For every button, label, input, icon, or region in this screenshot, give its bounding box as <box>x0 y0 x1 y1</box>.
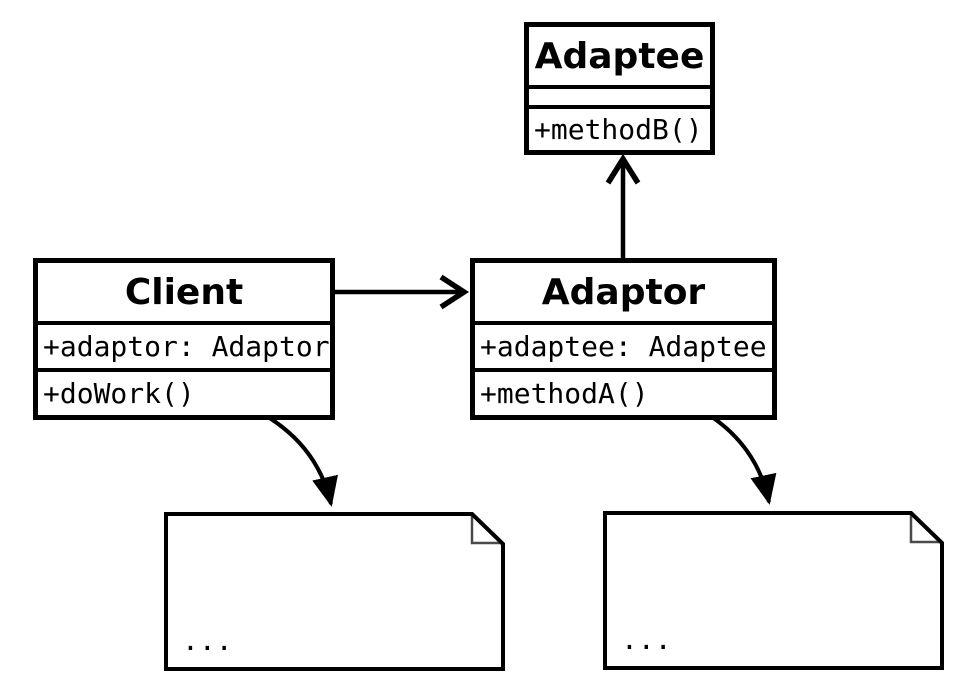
note-right-shape <box>603 511 944 670</box>
note-text-line: ... <box>182 624 233 657</box>
class-methods-adaptee: +methodB() <box>529 105 710 150</box>
class-title-adaptee: Adaptee <box>534 35 705 77</box>
class-title-adaptor: Adaptor <box>541 271 706 313</box>
class-attribute: +adaptor: Adaptor <box>43 329 330 363</box>
association-arrow-client-adaptor <box>335 274 470 310</box>
class-methods-adaptor: +methodA() <box>475 368 772 415</box>
class-title-client: Client <box>124 271 244 313</box>
association-arrow-adaptor-adaptee <box>605 153 641 258</box>
class-attribute: +adaptee: Adaptee <box>480 329 767 363</box>
class-attributes-adaptor: +adaptee: Adaptee <box>475 321 772 368</box>
class-method: +doWork() <box>43 376 195 410</box>
note-left: ... adaptor.methodA(); ... <box>182 546 485 691</box>
class-box-adaptor: Adaptor +adaptee: Adaptee +methodA() <box>470 258 777 420</box>
class-attributes-client: +adaptor: Adaptor <box>38 321 330 368</box>
note-right: ... adaptee.methodB(); ... <box>621 545 924 691</box>
class-attributes-adaptee <box>529 85 710 105</box>
note-left-shape <box>164 512 505 671</box>
class-method: +methodB() <box>534 112 703 146</box>
class-box-adaptee: Adaptee +methodB() <box>524 22 715 155</box>
note-text-line: ... <box>621 623 672 656</box>
class-methods-client: +doWork() <box>38 368 330 415</box>
class-method: +methodA() <box>480 376 649 410</box>
class-box-client: Client +adaptor: Adaptor +doWork() <box>33 258 335 420</box>
